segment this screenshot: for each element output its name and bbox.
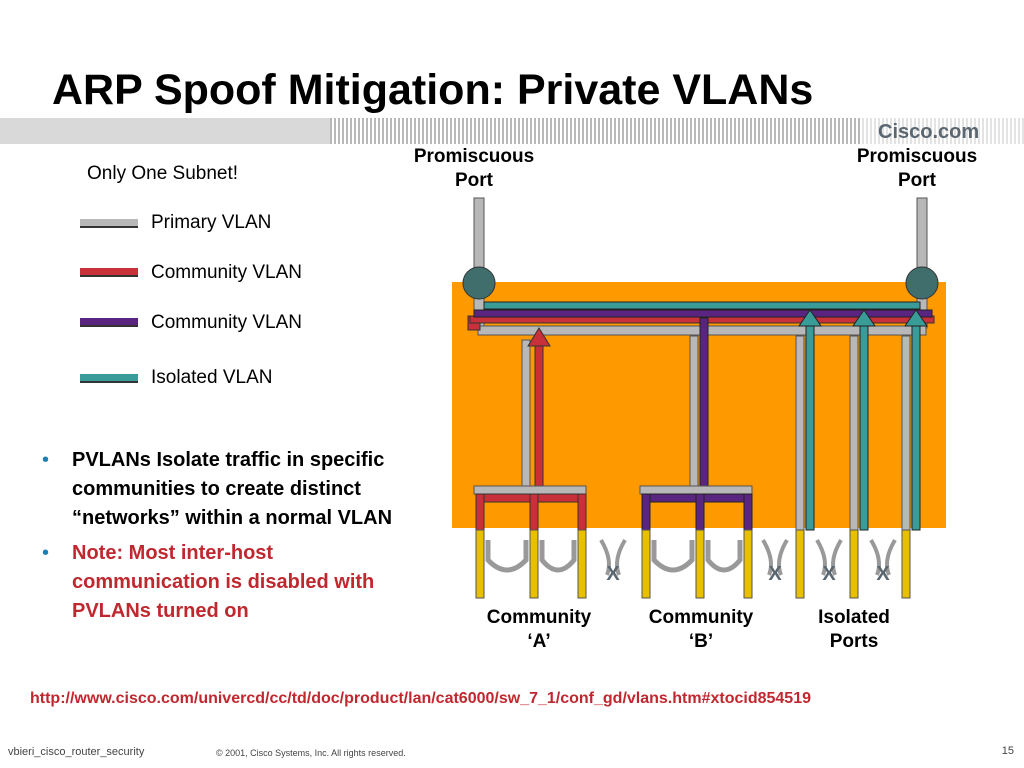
- promiscuous-right-label-1: Promiscuous: [857, 146, 977, 167]
- allowed-path-icon: [651, 540, 695, 573]
- subnet-note: Only One Subnet!: [87, 163, 239, 184]
- community-a-label-1: Community: [487, 607, 592, 628]
- reference-link[interactable]: http://www.cisco.com/univercd/cc/td/doc/…: [30, 690, 811, 707]
- community-b-label-2: ‘B’: [689, 631, 713, 652]
- host-port-drop: [743, 529, 753, 599]
- svg-text:X: X: [768, 563, 782, 585]
- legend-line-isolated: [80, 374, 138, 383]
- promiscuous-port-right: [905, 266, 939, 300]
- blocked-path-icon: X: [761, 538, 789, 585]
- host-port-drop: [695, 529, 705, 599]
- allowed-path-icon: [485, 540, 529, 573]
- bullet-item: • Note: Most inter-host communication is…: [42, 539, 412, 626]
- svg-text:X: X: [606, 563, 620, 585]
- legend-label-primary: Primary VLAN: [151, 212, 272, 233]
- host-port-drop: [475, 529, 485, 599]
- svg-text:X: X: [876, 563, 890, 585]
- community-b-label-1: Community: [649, 607, 754, 628]
- bullet-item: • PVLANs Isolate traffic in specific com…: [42, 446, 412, 533]
- isolated-port-3: [901, 309, 928, 531]
- promiscuous-right-label-2: Port: [898, 170, 937, 191]
- promiscuous-left-label-1: Promiscuous: [414, 146, 534, 167]
- bullet-dot-icon: •: [42, 542, 50, 564]
- bullet-text: Note: Most inter-host communication is d…: [72, 542, 375, 622]
- page-number: 15: [1001, 745, 1014, 757]
- blocked-path-icon: X: [599, 538, 627, 585]
- promiscuous-port-left: [462, 266, 496, 300]
- slide-title: ARP Spoof Mitigation: Private VLANs: [52, 66, 814, 114]
- footer-copyright: © 2001, Cisco Systems, Inc. All rights r…: [216, 748, 406, 758]
- bullet-text: PVLANs Isolate traffic in specific commu…: [72, 449, 393, 529]
- host-port-drop: [901, 529, 911, 599]
- community-a-label-2: ‘A’: [527, 631, 550, 652]
- host-port-drop: [795, 529, 805, 599]
- legend-label-isolated: Isolated VLAN: [151, 367, 273, 388]
- host-port-drop: [529, 529, 539, 599]
- legend-line-community-red: [80, 268, 138, 277]
- host-ports: [475, 529, 911, 599]
- promiscuous-uplink-left: [473, 197, 485, 329]
- allowed-path-icon: [705, 540, 743, 573]
- pvlan-diagram: X X X X Promiscuous Port Promiscuous Port C…: [414, 146, 977, 652]
- legend-line-primary: [80, 219, 138, 228]
- allowed-path-icon: [539, 540, 577, 573]
- footer-author: vbieri_cisco_router_security: [8, 746, 145, 758]
- host-port-drop: [641, 529, 651, 599]
- isolated-ports-label-2: Ports: [830, 631, 879, 652]
- purple-vlan-bus: [473, 309, 933, 318]
- legend-line-community-purple: [80, 318, 138, 327]
- blocked-path-icon: X: [815, 538, 843, 585]
- isolated-vlan-bus: [483, 301, 921, 310]
- legend-label-community-red: Community VLAN: [151, 262, 302, 283]
- svg-text:X: X: [822, 563, 836, 585]
- host-port-drop: [577, 529, 587, 599]
- bullet-dot-icon: •: [42, 449, 50, 471]
- host-port-drop: [849, 529, 859, 599]
- promiscuous-left-label-2: Port: [455, 170, 494, 191]
- cisco-logo: Cisco.com: [878, 121, 979, 143]
- isolated-ports-label-1: Isolated: [818, 607, 890, 628]
- legend-label-community-purple: Community VLAN: [151, 312, 302, 333]
- blocked-path-icon: X: [869, 538, 897, 585]
- header-banner: Cisco.com: [0, 118, 1024, 144]
- bullet-list: • PVLANs Isolate traffic in specific com…: [42, 446, 412, 632]
